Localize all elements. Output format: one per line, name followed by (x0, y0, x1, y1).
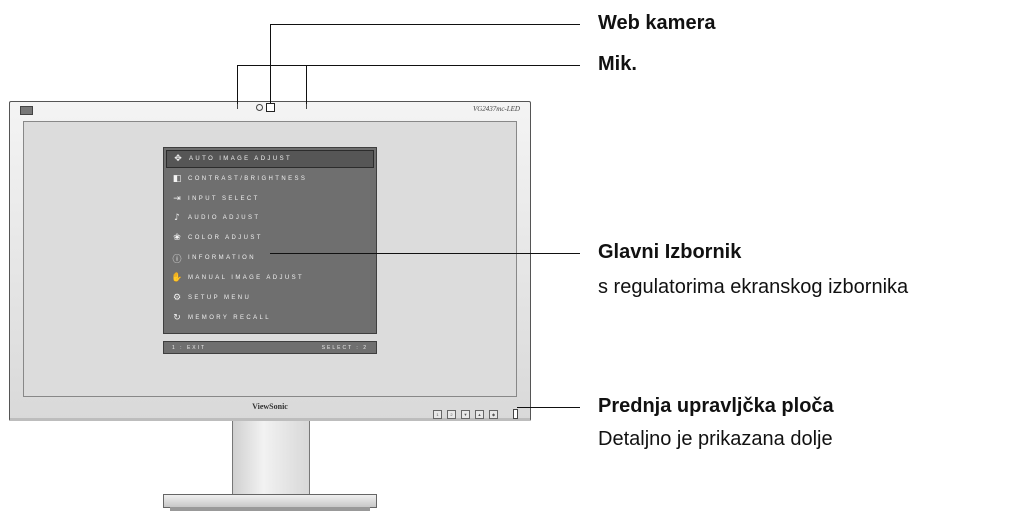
stand-neck (232, 421, 310, 495)
main-menu-leader (270, 253, 580, 254)
front-panel-title: Prednja upravljčka ploča (598, 395, 834, 417)
main-menu-title: Glavni Izbornik (598, 241, 742, 263)
main-menu-description: s regulatorima ekranskog izbornika (598, 276, 909, 298)
info-icon: ⓘ (172, 254, 182, 265)
mic-right-mark (306, 104, 307, 109)
osd-main-menu: ✥ AUTO IMAGE ADJUST ◧ CONTRAST/BRIGHTNES… (163, 147, 377, 334)
mic-leader-right (306, 65, 307, 104)
audio-icon: ♪ (174, 213, 180, 223)
osd-item-label: MEMORY RECALL (188, 315, 271, 321)
osd-item-label: MANUAL IMAGE ADJUST (188, 275, 305, 281)
osd-item-label: COLOR ADJUST (188, 235, 263, 241)
osd-item-label: SETUP MENU (188, 295, 252, 301)
osd-item-manual-image-adjust[interactable]: ✋ MANUAL IMAGE ADJUST (166, 269, 374, 287)
manual-adjust-icon: ✋ (171, 273, 183, 283)
webcam-leader-horizontal (270, 24, 580, 25)
control-button-up[interactable]: ▲ (475, 410, 484, 419)
webcam-leader-vertical (270, 24, 271, 103)
indicator-dot-icon (256, 104, 263, 111)
osd-footer-bar: 1 : EXIT SELECT : 2 (163, 341, 377, 354)
osd-item-label: INPUT SELECT (188, 196, 260, 202)
mic-leader-horizontal (237, 65, 580, 66)
osd-item-label: CONTRAST/BRIGHTNESS (188, 176, 308, 182)
control-button-down[interactable]: ▼ (461, 410, 470, 419)
stand-base-shadow (170, 507, 370, 511)
contrast-icon: ◧ (172, 174, 182, 184)
osd-item-information[interactable]: ⓘ INFORMATION (166, 249, 374, 267)
setup-icon: ⚙ (172, 293, 182, 303)
model-label: VG2437mc-LED (472, 105, 520, 113)
logo-badge-icon (20, 106, 33, 115)
control-button-mode[interactable]: ◆ (489, 410, 498, 419)
bezel-bottom-strip (10, 418, 530, 421)
color-icon: ❀ (173, 233, 181, 243)
webcam-label: Web kamera (598, 12, 716, 34)
front-panel-description: Detaljno je prikazana dolje (598, 428, 833, 450)
memory-recall-icon: ↻ (173, 313, 181, 323)
mic-leader-left (237, 65, 238, 104)
brand-label: ViewSonic (252, 402, 288, 411)
power-button[interactable] (513, 409, 518, 419)
stand-base (163, 494, 377, 508)
control-button-1[interactable]: 1 (433, 410, 442, 419)
input-icon: ⇥ (173, 194, 181, 204)
osd-item-label: INFORMATION (188, 255, 256, 261)
mic-label: Mik. (598, 53, 637, 75)
osd-item-setup-menu[interactable]: ⚙ SETUP MENU (166, 289, 374, 307)
webcam-lens-icon (266, 103, 275, 112)
osd-select-hint: SELECT : 2 (321, 344, 368, 351)
auto-adjust-icon: ✥ (174, 154, 182, 164)
osd-item-label: AUDIO ADJUST (188, 215, 261, 221)
mic-left-mark (237, 104, 238, 109)
front-panel-leader (517, 407, 580, 408)
osd-item-memory-recall[interactable]: ↻ MEMORY RECALL (166, 309, 374, 327)
osd-item-contrast-brightness[interactable]: ◧ CONTRAST/BRIGHTNESS (166, 170, 374, 188)
osd-item-color-adjust[interactable]: ❀ COLOR ADJUST (166, 229, 374, 247)
osd-item-audio-adjust[interactable]: ♪ AUDIO ADJUST (166, 209, 374, 227)
control-button-2[interactable]: 2 (447, 410, 456, 419)
osd-exit-hint: 1 : EXIT (172, 344, 207, 351)
osd-item-auto-image-adjust[interactable]: ✥ AUTO IMAGE ADJUST (166, 150, 374, 168)
osd-item-label: AUTO IMAGE ADJUST (189, 156, 293, 162)
osd-item-input-select[interactable]: ⇥ INPUT SELECT (166, 190, 374, 208)
